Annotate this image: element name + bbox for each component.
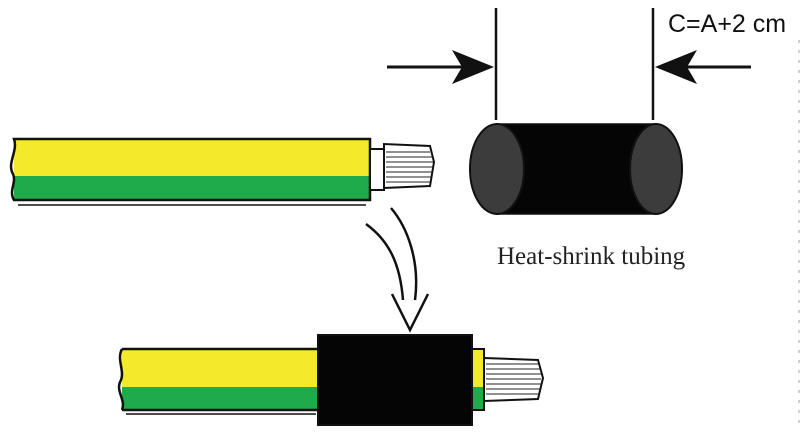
- top-wire: [9, 137, 436, 206]
- curved-arrow: [365, 207, 430, 333]
- tube-caption: Heat-shrink tubing: [497, 243, 686, 270]
- top-wire-outline: [9, 137, 372, 202]
- dimension-label: C=A+2 cm: [668, 10, 787, 38]
- bottom-wire-insulation-yellow: [122, 350, 320, 387]
- bottom-wire: [117, 334, 545, 426]
- dimension-marker: [387, 8, 751, 120]
- bottom-wire-insulation-green: [122, 387, 320, 409]
- bottom-tube-sleeve: [317, 334, 473, 426]
- top-wire-conductor: [369, 142, 436, 191]
- top-wire-insulation-green: [14, 176, 370, 199]
- bottom-wire-outline: [117, 347, 320, 412]
- tube-right-end: [629, 123, 683, 215]
- dimension-arrow-left: [655, 50, 697, 84]
- dimension-arrow-right: [452, 50, 494, 84]
- bottom-wire-conductor: [483, 356, 545, 403]
- heat-shrink-tube: [469, 123, 683, 215]
- tube-left-end: [469, 123, 525, 215]
- top-wire-insulation-yellow: [14, 140, 370, 176]
